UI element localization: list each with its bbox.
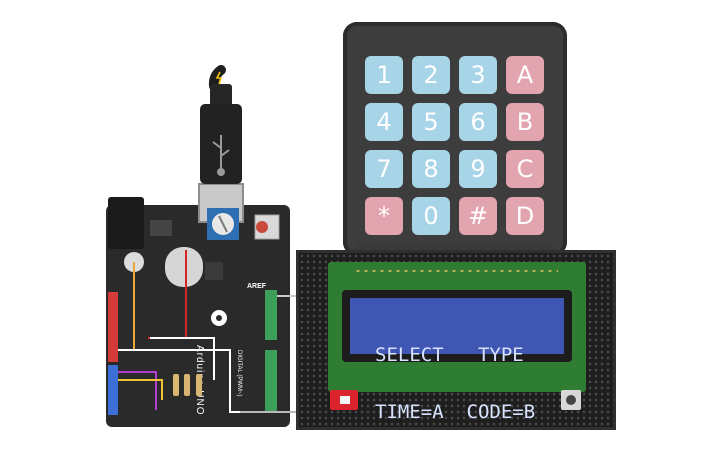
dip-switch[interactable] bbox=[330, 390, 358, 410]
lcd-line-1: SELECT TYPE bbox=[375, 344, 524, 366]
lcd-pin-header bbox=[354, 268, 558, 274]
aref-label: AREF bbox=[247, 283, 267, 290]
keypad-key[interactable]: 0 bbox=[412, 197, 450, 235]
keypad-key[interactable]: C bbox=[506, 150, 544, 188]
keypad-key[interactable]: B bbox=[506, 103, 544, 141]
lcd-line-2: TIME=A CODE=B bbox=[375, 401, 536, 423]
usb-cable[interactable] bbox=[200, 65, 242, 184]
keypad-key[interactable]: 3 bbox=[459, 56, 497, 94]
wires bbox=[118, 250, 300, 413]
resistor-icon bbox=[173, 374, 202, 396]
keypad-key[interactable]: # bbox=[459, 197, 497, 235]
lcd-screen: SELECT TYPE TIME=A CODE=B bbox=[350, 298, 564, 422]
keypad-key[interactable]: 7 bbox=[365, 150, 403, 188]
potentiometer-icon[interactable] bbox=[207, 208, 239, 240]
keypad-key[interactable]: D bbox=[506, 197, 544, 235]
keypad-key[interactable]: 5 bbox=[412, 103, 450, 141]
usb-icon bbox=[212, 135, 230, 176]
keypad-key[interactable]: 1 bbox=[365, 56, 403, 94]
keypad-key[interactable]: 4 bbox=[365, 103, 403, 141]
push-button[interactable] bbox=[561, 390, 581, 410]
keypad-key[interactable]: 2 bbox=[412, 56, 450, 94]
keypad-key[interactable]: A bbox=[506, 56, 544, 94]
keypad-key[interactable]: * bbox=[365, 197, 403, 235]
keypad-key[interactable]: 6 bbox=[459, 103, 497, 141]
keypad-key[interactable]: 9 bbox=[459, 150, 497, 188]
keypad-key[interactable]: 8 bbox=[412, 150, 450, 188]
arduino-details bbox=[108, 208, 280, 415]
